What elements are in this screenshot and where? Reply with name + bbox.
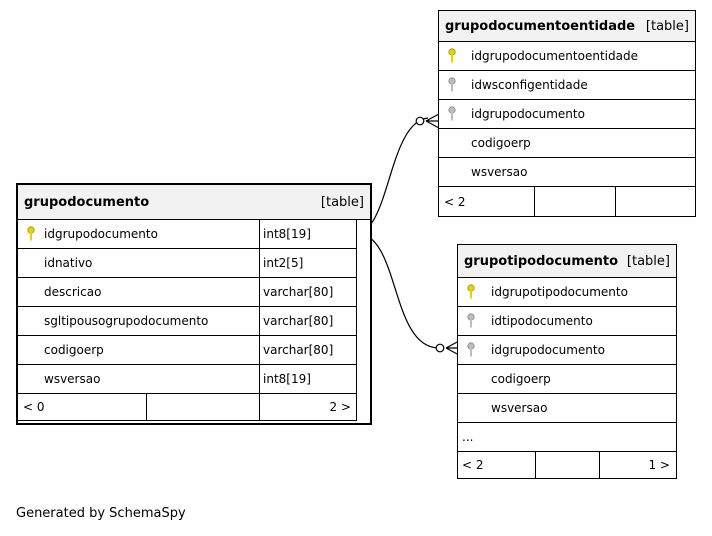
table-row[interactable]: wsversao bbox=[439, 158, 695, 187]
more-columns-indicator: ... bbox=[462, 430, 474, 444]
primary-key-icon bbox=[467, 284, 475, 300]
column-name: codigoerp bbox=[471, 136, 531, 150]
more-columns-row[interactable]: ... bbox=[458, 423, 676, 452]
table-row[interactable]: idgrupodocumento bbox=[458, 336, 676, 365]
column-name: idgrupodocumentoentidade bbox=[471, 49, 638, 63]
table-kind: [table] bbox=[626, 253, 670, 269]
column-name: idwsconfigentidade bbox=[471, 78, 588, 92]
parents-count[interactable]: < 0 bbox=[23, 400, 45, 414]
column-type: int8[19] bbox=[259, 365, 357, 393]
table-row[interactable]: idnativo int2[5] bbox=[18, 249, 357, 278]
table-row[interactable]: codigoerp bbox=[439, 129, 695, 158]
foreign-key-icon bbox=[467, 313, 475, 329]
column-type: int8[19] bbox=[259, 220, 357, 248]
table-row[interactable]: wsversao int8[19] bbox=[18, 365, 357, 394]
footer-spacer bbox=[534, 187, 614, 216]
column-name: idgrupotipodocumento bbox=[491, 285, 628, 299]
footer-spacer bbox=[535, 452, 599, 478]
edge-optional-marker bbox=[415, 116, 425, 126]
column-name: wsversao bbox=[491, 401, 548, 415]
column-name: codigoerp bbox=[491, 372, 551, 386]
table-row[interactable]: idgrupodocumento int8[19] bbox=[18, 220, 357, 249]
column-name: codigoerp bbox=[44, 343, 104, 357]
table-row[interactable]: codigoerp bbox=[458, 365, 676, 394]
edge-many-crowfoot bbox=[425, 113, 440, 129]
column-type: varchar[80] bbox=[259, 307, 357, 335]
foreign-key-icon bbox=[448, 106, 456, 122]
column-name: descricao bbox=[44, 285, 102, 299]
column-name: idgrupodocumento bbox=[471, 107, 585, 121]
table-row[interactable]: wsversao bbox=[458, 394, 676, 423]
column-name: idnativo bbox=[44, 256, 93, 270]
column-name: sgltipousogrupodocumento bbox=[44, 314, 209, 328]
children-count[interactable] bbox=[615, 187, 695, 216]
table-name: grupodocumentoentidade bbox=[445, 18, 636, 34]
table-row[interactable]: idgrupodocumento bbox=[439, 100, 695, 129]
column-type: varchar[80] bbox=[259, 278, 357, 306]
children-count[interactable]: 2 > bbox=[259, 394, 357, 420]
column-name: idgrupodocumento bbox=[44, 227, 158, 241]
table-kind: [table] bbox=[320, 194, 364, 210]
table-grupodocumento[interactable]: grupodocumento [table] idgrupodocumento … bbox=[16, 183, 372, 425]
table-footer: < 0 2 > bbox=[18, 394, 357, 421]
column-type: int2[5] bbox=[259, 249, 357, 277]
table-kind: [table] bbox=[645, 18, 689, 34]
column-type: varchar[80] bbox=[259, 336, 357, 364]
edge-many-crowfoot bbox=[445, 340, 460, 356]
table-row[interactable]: descricao varchar[80] bbox=[18, 278, 357, 307]
table-header: grupodocumentoentidade [table] bbox=[439, 11, 695, 42]
column-name: idtipodocumento bbox=[491, 314, 593, 328]
children-count[interactable]: 1 > bbox=[599, 452, 676, 478]
parents-count[interactable]: < 2 bbox=[462, 458, 484, 472]
table-header: grupotipodocumento [table] bbox=[458, 245, 676, 278]
table-row[interactable]: sgltipousogrupodocumento varchar[80] bbox=[18, 307, 357, 336]
table-grupodocumentoentidade[interactable]: grupodocumentoentidade [table] idgrupodo… bbox=[438, 10, 696, 217]
table-grupotipodocumento[interactable]: grupotipodocumento [table] idgrupotipodo… bbox=[457, 244, 677, 479]
primary-key-icon bbox=[27, 226, 35, 242]
table-header: grupodocumento [table] bbox=[18, 185, 370, 220]
foreign-key-icon bbox=[467, 342, 475, 358]
column-name: wsversao bbox=[44, 372, 101, 386]
table-row[interactable]: idgrupotipodocumento bbox=[458, 278, 676, 307]
table-row[interactable]: idgrupodocumentoentidade bbox=[439, 42, 695, 71]
column-name: wsversao bbox=[471, 165, 528, 179]
column-name: idgrupodocumento bbox=[491, 343, 605, 357]
footer-spacer bbox=[146, 394, 259, 420]
table-name: grupodocumento bbox=[24, 194, 150, 210]
primary-key-icon bbox=[448, 48, 456, 64]
table-row[interactable]: codigoerp varchar[80] bbox=[18, 336, 357, 365]
foreign-key-icon bbox=[448, 77, 456, 93]
table-row[interactable]: idtipodocumento bbox=[458, 307, 676, 336]
table-footer: < 2 1 > bbox=[458, 452, 676, 478]
table-row[interactable]: idwsconfigentidade bbox=[439, 71, 695, 100]
table-footer: < 2 bbox=[439, 187, 695, 216]
parents-count[interactable]: < 2 bbox=[444, 194, 466, 209]
generated-by-caption: Generated by SchemaSpy bbox=[16, 506, 186, 521]
edge-optional-marker bbox=[435, 343, 445, 353]
table-name: grupotipodocumento bbox=[464, 253, 619, 269]
